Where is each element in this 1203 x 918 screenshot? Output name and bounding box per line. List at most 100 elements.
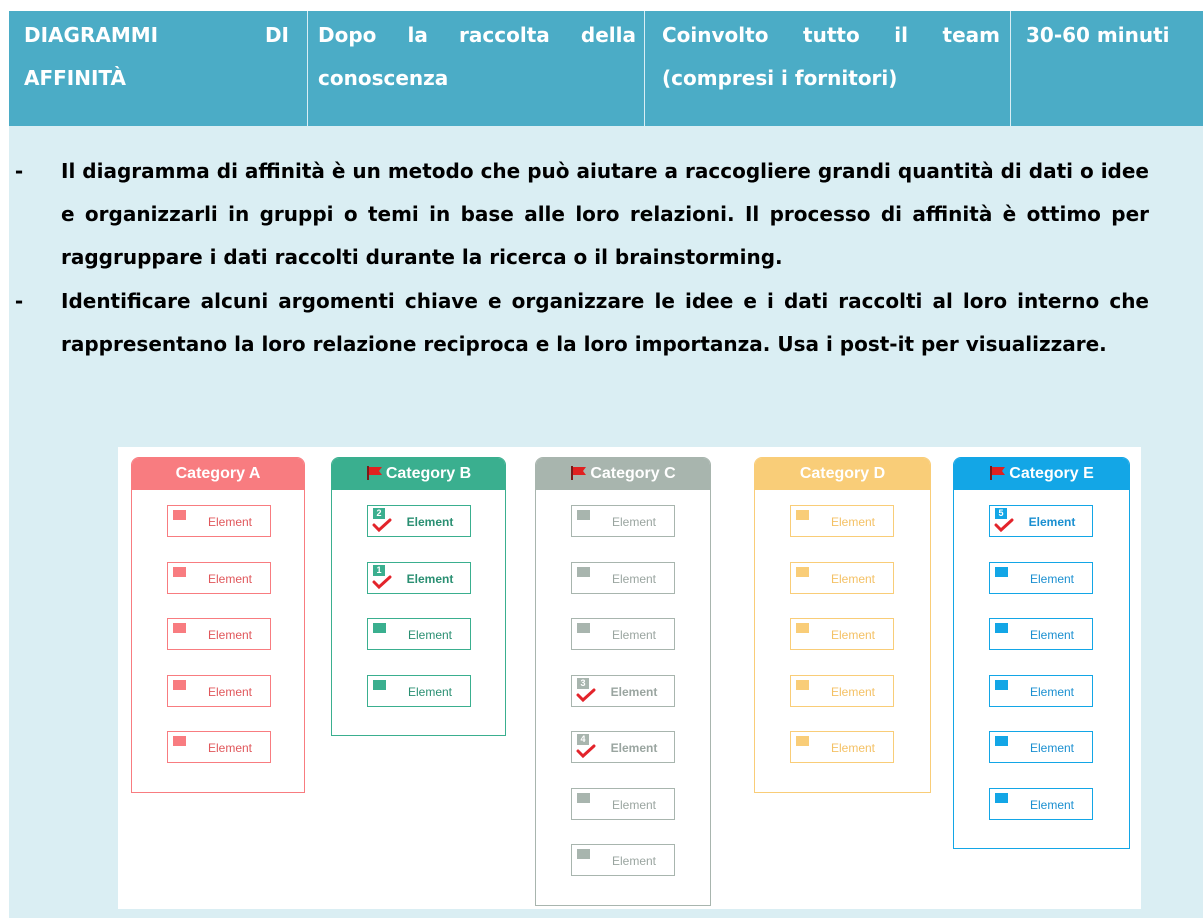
sticky-note-icon bbox=[373, 623, 386, 633]
priority-number-badge: 4 bbox=[577, 734, 589, 745]
sticky-note-icon bbox=[577, 849, 590, 859]
sticky-note-icon bbox=[173, 736, 186, 746]
sticky-note-icon bbox=[577, 566, 590, 577]
element-card: Element bbox=[790, 731, 894, 763]
bullet-item: - Identificare alcuni argomenti chiave e… bbox=[15, 280, 1149, 366]
category-header: Category A bbox=[132, 458, 304, 490]
sticky-note-icon bbox=[373, 679, 386, 690]
element-label: Element bbox=[406, 571, 454, 586]
element-label: Element bbox=[207, 628, 253, 642]
element-label: Element bbox=[207, 741, 253, 755]
flag-icon bbox=[366, 466, 382, 480]
sticky-note-icon bbox=[796, 623, 809, 633]
element-card: Element bbox=[989, 787, 1093, 820]
element-label: Element bbox=[830, 515, 876, 529]
checkmark-icon bbox=[576, 744, 596, 759]
sticky-note-icon bbox=[796, 679, 809, 690]
sticky-note-icon bbox=[796, 510, 809, 520]
category-name: Category D bbox=[799, 465, 886, 482]
method-title-line1: DIAGRAMMI DI bbox=[24, 14, 289, 57]
header-table-row: DIAGRAMMI DI AFFINITÀ Dopo la raccolta d… bbox=[9, 11, 1203, 126]
sticky-note-icon bbox=[173, 623, 186, 633]
element-label: Element bbox=[830, 571, 876, 586]
element-card: Element bbox=[790, 505, 894, 537]
element-card: Element bbox=[989, 674, 1093, 707]
sticky-note-icon bbox=[995, 736, 1008, 746]
sticky-note-icon bbox=[173, 510, 186, 520]
priority-number-badge: 5 bbox=[995, 508, 1007, 519]
element-card: Element bbox=[571, 561, 675, 594]
element-label: Element bbox=[610, 684, 658, 699]
element-label: Element bbox=[1029, 741, 1075, 755]
element-label: Element bbox=[611, 571, 657, 586]
element-label: Element bbox=[207, 571, 253, 586]
category-header: Category E bbox=[954, 458, 1129, 490]
sticky-note-icon bbox=[995, 792, 1008, 803]
who-line2: (compresi i fornitori) bbox=[662, 66, 898, 90]
element-card: Element bbox=[167, 505, 271, 537]
element-label: Element bbox=[830, 684, 876, 699]
element-label: Element bbox=[407, 684, 453, 699]
element-label: Element bbox=[830, 628, 876, 642]
sticky-note-icon bbox=[796, 736, 809, 746]
checkmark-icon bbox=[576, 688, 596, 702]
header-cell-who: Coinvolto tutto il team (compresi i forn… bbox=[645, 11, 1011, 126]
category-name: Category C bbox=[590, 465, 676, 482]
element-card: Element bbox=[989, 561, 1093, 594]
element-card: Element bbox=[167, 561, 271, 594]
checkmark-icon bbox=[372, 575, 392, 589]
category-header: Category B bbox=[332, 458, 505, 490]
category-name: Category E bbox=[1009, 465, 1094, 482]
element-card: Element bbox=[167, 674, 271, 707]
when-line1: Dopo la raccolta della bbox=[318, 23, 636, 47]
element-label: Element bbox=[407, 628, 453, 642]
element-label: Element bbox=[611, 628, 657, 642]
priority-number-badge: 2 bbox=[373, 508, 385, 519]
flag-icon bbox=[990, 466, 1006, 480]
sticky-note-icon bbox=[577, 510, 590, 520]
method-title-line2: AFFINITÀ bbox=[24, 66, 126, 90]
checkmark-icon bbox=[372, 518, 392, 533]
element-card: Element bbox=[790, 674, 894, 707]
element-card: Element bbox=[571, 618, 675, 650]
element-card: Element bbox=[790, 561, 894, 594]
element-label: Element bbox=[1029, 797, 1075, 812]
element-card: Element bbox=[989, 618, 1093, 650]
bullet-marker: - bbox=[14, 159, 24, 183]
priority-number-badge: 3 bbox=[577, 677, 589, 689]
sticky-note-icon bbox=[577, 623, 590, 633]
when-line2: conoscenza bbox=[318, 66, 449, 90]
bullet-item: - Il diagramma di affinità è un metodo c… bbox=[15, 150, 1149, 279]
category-header: Category C bbox=[536, 458, 710, 490]
sticky-note-icon bbox=[995, 566, 1008, 577]
element-label: Element bbox=[207, 515, 253, 529]
element-card: Element bbox=[367, 674, 471, 707]
duration-text: 30-60 minuti bbox=[1026, 23, 1170, 47]
element-card: Element bbox=[571, 844, 675, 876]
bullet-marker: - bbox=[14, 289, 24, 313]
who-line1: Coinvolto tutto il team bbox=[662, 23, 1000, 47]
sticky-note-icon bbox=[796, 566, 809, 577]
bullet-text: Identificare alcuni argomenti chiave e o… bbox=[61, 289, 1149, 356]
category-header: Category D bbox=[755, 458, 930, 490]
method-title-word2: DI bbox=[264, 23, 289, 47]
element-card: Element bbox=[790, 618, 894, 650]
sticky-note-icon bbox=[577, 792, 590, 803]
element-label: Element bbox=[1028, 515, 1076, 529]
header-cell-when: Dopo la raccolta della conoscenza bbox=[308, 11, 645, 126]
header-cell-duration: 30-60 minuti bbox=[1011, 11, 1203, 126]
element-label: Element bbox=[611, 797, 657, 812]
category-name: Category A bbox=[175, 465, 261, 482]
priority-number-badge: 1 bbox=[373, 564, 385, 576]
